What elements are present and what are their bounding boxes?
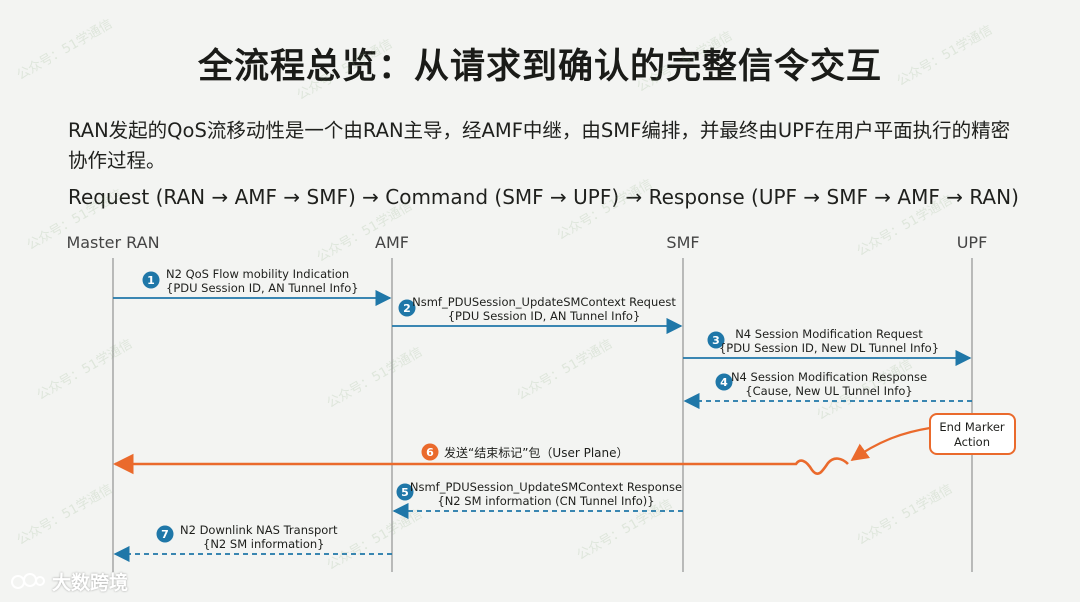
message-params: {PDU Session ID, AN Tunnel Info} (448, 309, 641, 323)
intro-text: RAN发起的QoS流移动性是一个由RAN主导，经AMF中继，由SMF编排，并最终… (68, 119, 1011, 172)
message-4: 4 N4 Session Modification Response {Caus… (683, 370, 972, 410)
brand-logo-icon (11, 573, 45, 589)
step-number: 3 (712, 334, 720, 347)
message-label: N4 Session Modification Request (735, 327, 923, 341)
step-badge (421, 443, 439, 461)
svg-text:End Marker: End Marker (939, 420, 1005, 434)
message-label: N2 Downlink NAS Transport (180, 523, 338, 537)
svg-text:公众号：51学通信: 公众号：51学通信 (634, 28, 735, 96)
step-badge (707, 331, 725, 349)
step-number: 4 (720, 376, 728, 389)
step-badge (142, 271, 160, 289)
svg-text:公众号：51学通信: 公众号：51学通信 (24, 186, 125, 254)
message-label: Nsmf_PDUSession_UpdateSMContext Request (412, 295, 676, 309)
step-badge (156, 525, 174, 543)
brand-logo-text: 大数跨境 (52, 571, 129, 594)
step-number: 5 (401, 486, 409, 499)
svg-text:Action: Action (954, 435, 990, 449)
message-6: 6 发送“结束标记”包（User Plane） (112, 443, 849, 475)
svg-text:公众号：51学通信: 公众号：51学通信 (894, 22, 995, 90)
svg-text:公众号：51学通信: 公众号：51学通信 (34, 336, 135, 404)
svg-text:公众号：51学通信: 公众号：51学通信 (14, 481, 115, 549)
step-number: 2 (403, 302, 411, 315)
message-label: 发送“结束标记”包（User Plane） (444, 445, 629, 460)
message-label: N2 QoS Flow mobility Indication (166, 267, 349, 281)
lane-label-amf: AMF (375, 233, 409, 252)
step-number: 7 (161, 528, 169, 541)
message-1: 1 N2 QoS Flow mobility Indication {PDU S… (113, 267, 392, 307)
svg-text:公众号：51学通信: 公众号：51学通信 (854, 192, 955, 260)
svg-text:公众号：51学通信: 公众号：51学通信 (14, 16, 115, 84)
message-params: {Cause, New UL Tunnel Info} (745, 384, 912, 398)
message-label: N4 Session Modification Response (731, 370, 927, 384)
brand-logo: 大数跨境 (10, 568, 128, 594)
message-2: 2 Nsmf_PDUSession_UpdateSMContext Reques… (392, 295, 683, 335)
message-5: 5 Nsmf_PDUSession_UpdateSMContext Respon… (392, 480, 683, 520)
svg-text:公众号：51学通信: 公众号：51学通信 (854, 481, 955, 549)
svg-text:公众号：51学通信: 公众号：51学通信 (294, 36, 395, 104)
svg-text:公众号：51学通信: 公众号：51学通信 (554, 176, 655, 244)
message-7: 7 N2 Downlink NAS Transport {N2 SM infor… (113, 523, 392, 563)
flow-summary: Request (RAN → AMF → SMF) → Command (SMF… (68, 185, 1019, 209)
step-number: 6 (426, 446, 434, 459)
svg-text:公众号：51学通信: 公众号：51学通信 (514, 336, 615, 404)
svg-text:公众号：51学通信: 公众号：51学通信 (324, 506, 425, 574)
message-3: 3 N4 Session Modification Request {PDU S… (683, 327, 972, 367)
step-badge (398, 299, 416, 317)
message-params: {PDU Session ID, AN Tunnel Info} (166, 281, 359, 295)
step-badge (396, 483, 414, 501)
message-params: {PDU Session ID, New DL Tunnel Info} (719, 341, 939, 355)
lane-label-smf: SMF (666, 233, 700, 252)
svg-text:公众号：51学通信: 公众号：51学通信 (314, 198, 415, 266)
svg-text:公众号：51学通信: 公众号：51学通信 (324, 344, 425, 412)
step-badge (715, 373, 733, 391)
message-params: {N2 SM information} (203, 537, 324, 551)
step-number: 1 (147, 274, 155, 287)
end-marker-action-box: End Marker Action (850, 413, 1016, 462)
message-params: {N2 SM information (CN Tunnel Info)} (437, 494, 654, 508)
message-label: Nsmf_PDUSession_UpdateSMContext Response (410, 480, 682, 494)
lane-label-master-ran: Master RAN (66, 233, 160, 252)
lane-label-upf: UPF (956, 233, 988, 252)
page-title: 全流程总览：从请求到确认的完整信令交互 (197, 47, 882, 87)
